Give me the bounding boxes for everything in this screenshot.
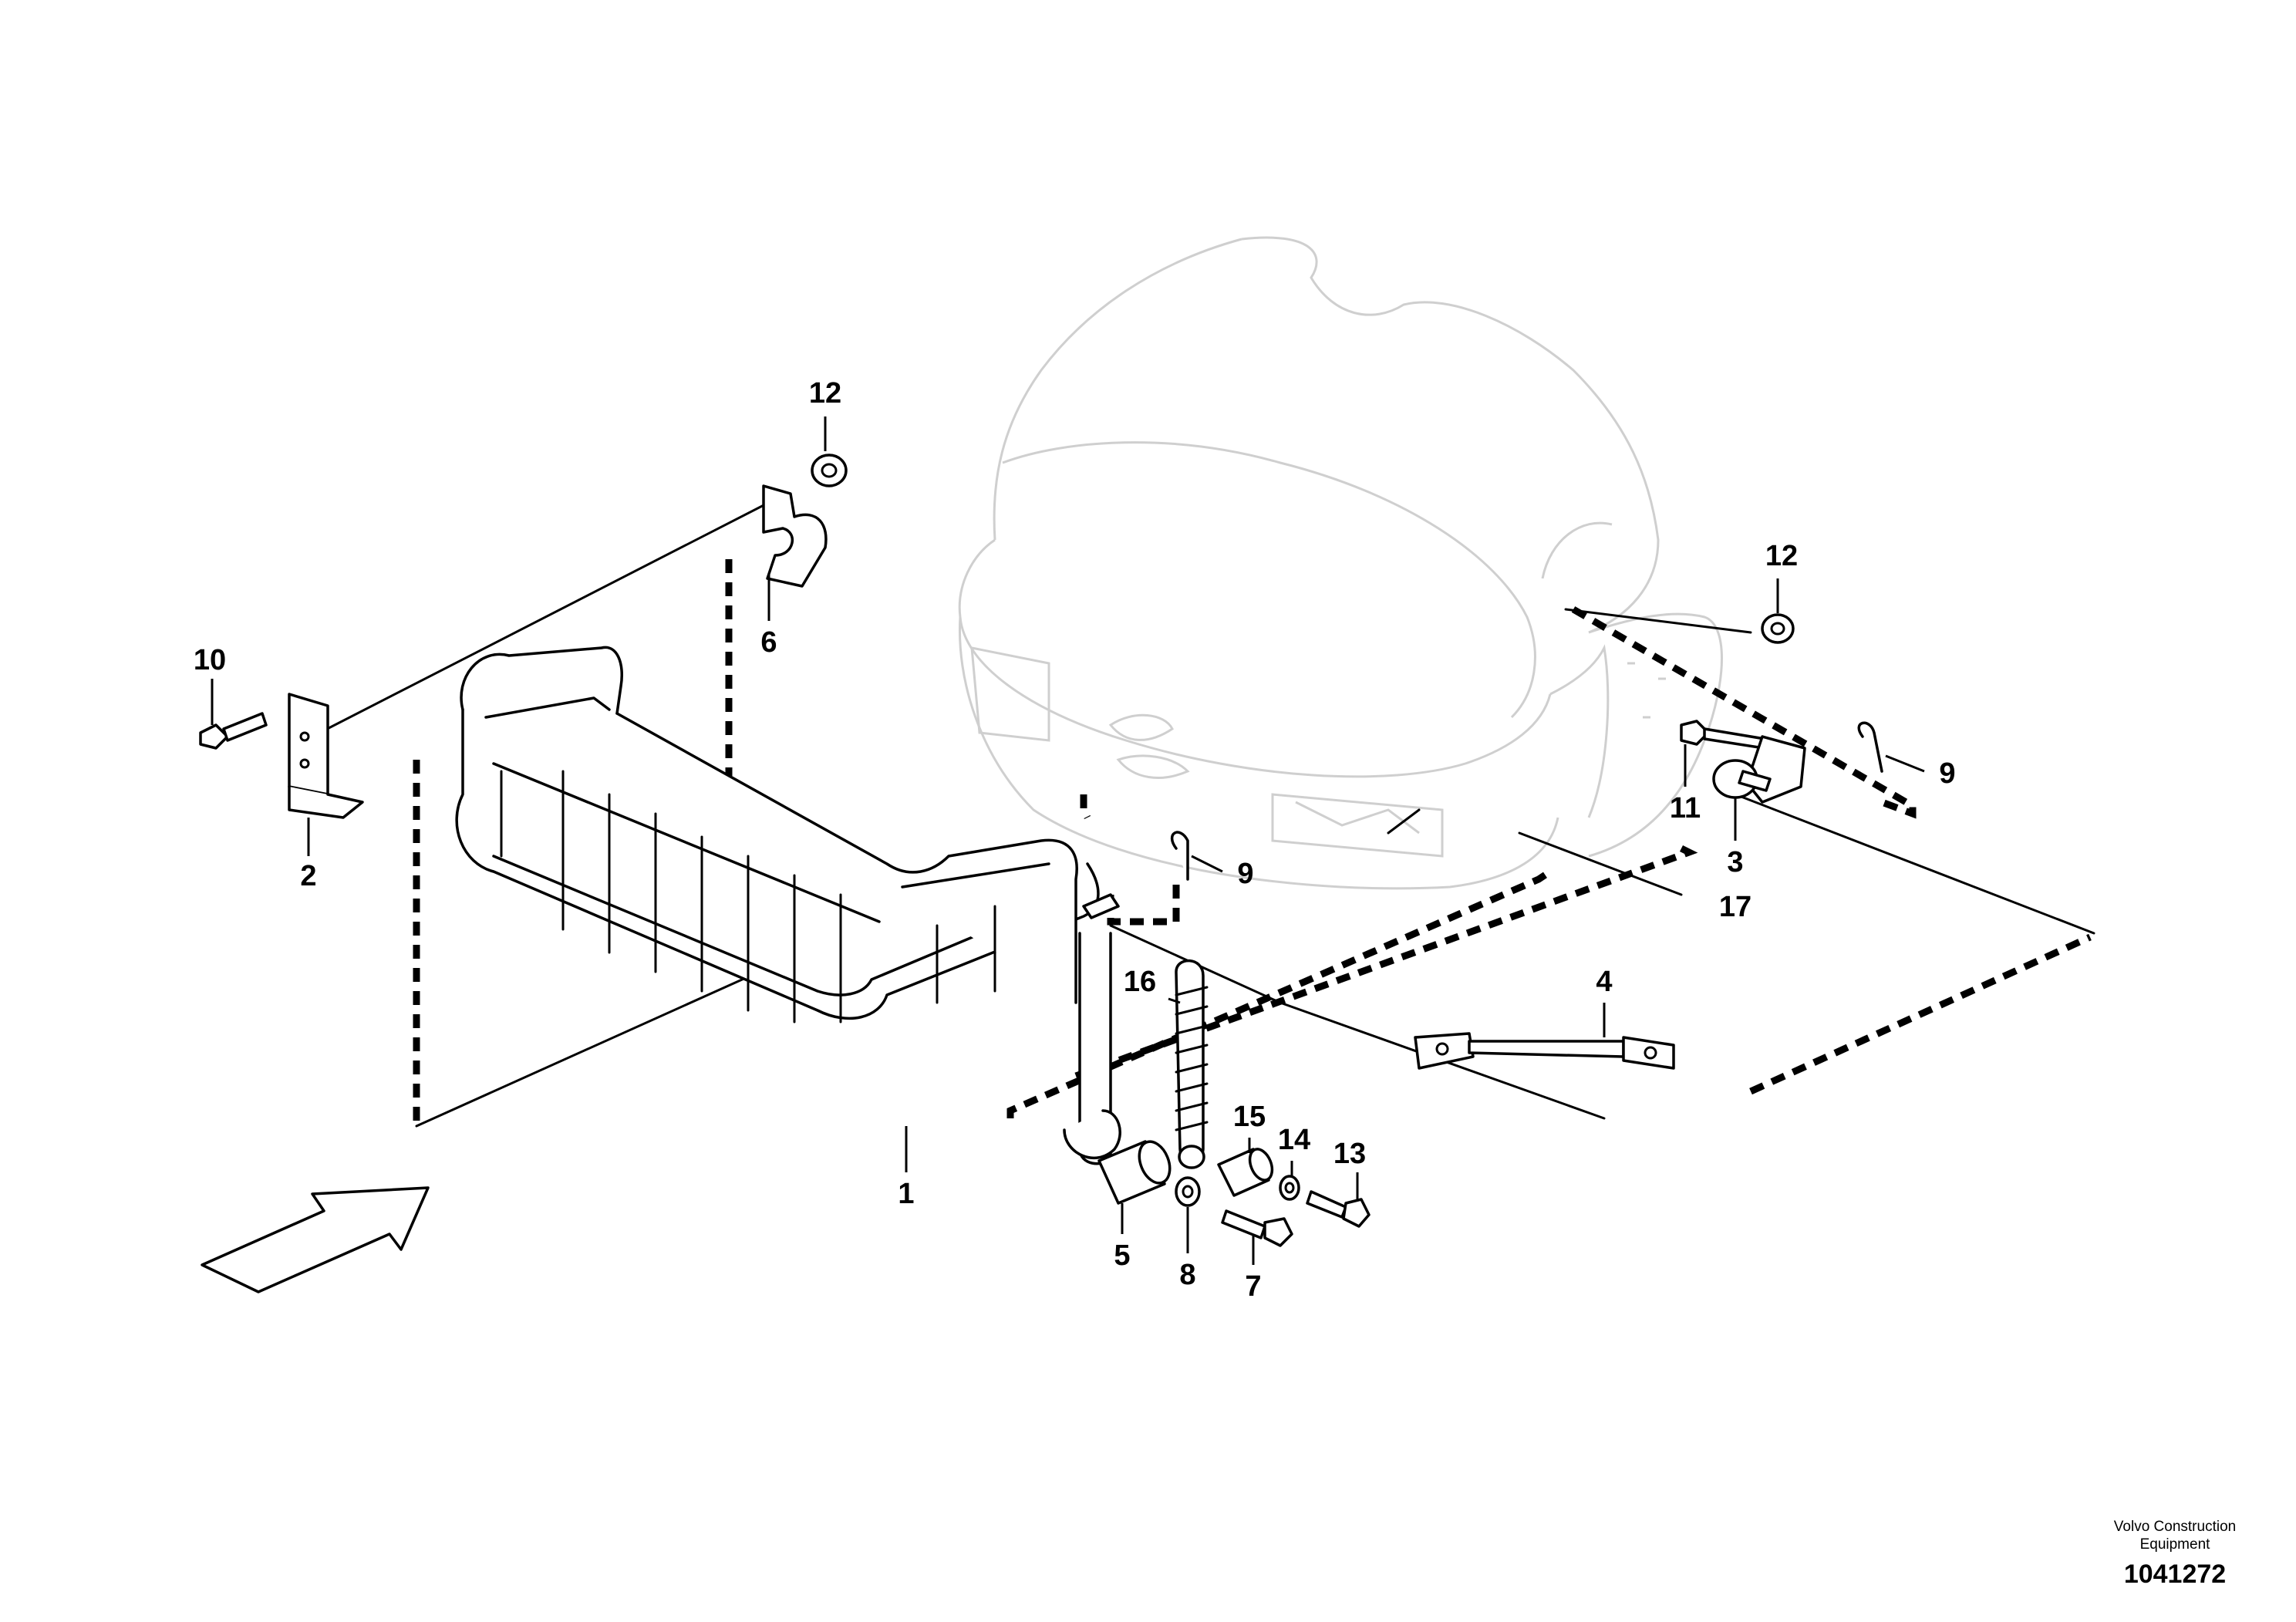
callout-15: 15: [1233, 1101, 1266, 1133]
callout-13: 13: [1333, 1138, 1366, 1170]
washer-8: [1175, 1176, 1201, 1207]
callout-12-right: 12: [1765, 540, 1798, 572]
spacer-15: [1217, 1148, 1274, 1197]
callout-11: 11: [1670, 792, 1701, 824]
callout-3: 3: [1727, 846, 1743, 878]
spacer-5: [1097, 1140, 1172, 1205]
tension-spring: [1175, 959, 1209, 1169]
callout-17: 17: [1719, 891, 1752, 923]
mounting-bracket: [288, 693, 364, 819]
callout-12-left: 12: [809, 377, 841, 410]
callout-8: 8: [1179, 1259, 1195, 1291]
callout-9-right: 9: [1939, 757, 1955, 790]
callout-16: 16: [1124, 966, 1156, 998]
callout-2: 2: [300, 860, 316, 892]
callout-6: 6: [760, 626, 777, 659]
clip-bracket: [762, 484, 828, 588]
stay-rod: [1414, 1032, 1675, 1070]
nut-12-left: [811, 454, 848, 487]
callout-10: 10: [194, 644, 226, 676]
machine-body-outline: [958, 236, 1723, 890]
callout-leaders: [211, 416, 1925, 1265]
bolt-10: [199, 712, 268, 750]
handrail-frame: [455, 646, 1121, 1165]
callout-14: 14: [1278, 1124, 1310, 1156]
callout-5: 5: [1114, 1239, 1130, 1272]
callout-7: 7: [1245, 1270, 1261, 1303]
direction-arrow: [201, 1186, 430, 1293]
nut-12-right: [1761, 613, 1795, 644]
spring-pin-9-left: [1170, 831, 1189, 881]
washer-14: [1279, 1175, 1300, 1201]
brand-line-2: Equipment: [2140, 1536, 2211, 1553]
callout-4: 4: [1596, 966, 1612, 998]
assembly-lines: [413, 559, 2092, 1126]
brand-line-1: Volvo Construction: [2114, 1519, 2236, 1535]
reference-block: Volvo Construction Equipment 1041272: [2114, 1519, 2236, 1589]
callout-labels: 1 2 3 17 4 5 6 7 8 9 9 10 11 12 12 13 14…: [194, 377, 1956, 1303]
connection-lines: [303, 500, 2095, 1128]
drawing-number: 1041272: [2124, 1560, 2226, 1589]
spring-pin-9-right: [1857, 721, 1883, 773]
bolt-7: [1221, 1209, 1293, 1247]
callout-9-left: 9: [1237, 858, 1253, 890]
callout-1: 1: [898, 1178, 914, 1210]
bolt-13: [1306, 1190, 1371, 1228]
hinge-bracket: [1712, 735, 1806, 804]
pivot-pin: [1082, 893, 1120, 919]
